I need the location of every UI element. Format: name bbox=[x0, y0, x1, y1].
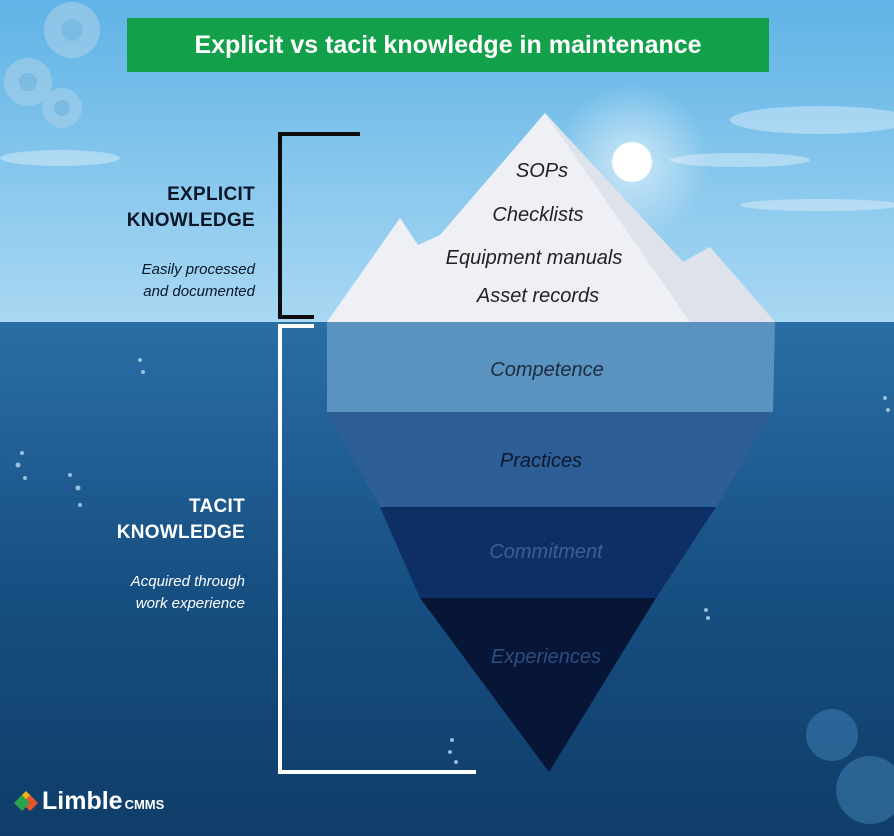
explicit-subtitle: Easily processed and documented bbox=[90, 259, 255, 303]
logo-name: Limble bbox=[42, 787, 123, 815]
explicit-item-asset-records: Asset records bbox=[476, 285, 600, 307]
tacit-heading: TACIT KNOWLEDGE bbox=[80, 494, 245, 546]
layer-competence bbox=[327, 322, 775, 412]
explicit-heading-line2: KNOWLEDGE bbox=[126, 210, 255, 231]
tacit-layer-practices: Practices bbox=[499, 450, 583, 472]
sun bbox=[612, 142, 652, 182]
tacit-layer-experiences: Experiences bbox=[490, 646, 602, 668]
limble-logo: Limble CMMS bbox=[14, 787, 164, 816]
title-banner: Explicit vs tacit knowledge in maintenan… bbox=[127, 18, 769, 72]
tacit-sub-line2: work experience bbox=[135, 595, 245, 612]
explicit-heading-line1: EXPLICIT bbox=[167, 184, 255, 205]
explicit-item-sops: SOPs bbox=[515, 160, 569, 182]
explicit-sub-line2: and documented bbox=[143, 283, 255, 300]
explicit-heading: EXPLICIT KNOWLEDGE bbox=[90, 182, 255, 234]
explicit-bracket bbox=[278, 132, 360, 319]
page-title: Explicit vs tacit knowledge in maintenan… bbox=[194, 30, 702, 59]
tacit-heading-line1: TACIT bbox=[188, 496, 245, 517]
layer-practices bbox=[327, 412, 773, 507]
tacit-subtitle: Acquired through work experience bbox=[80, 571, 245, 615]
clouds bbox=[0, 106, 894, 211]
explicit-item-equipment-manuals: Equipment manuals bbox=[445, 247, 623, 269]
tacit-bracket bbox=[278, 324, 476, 774]
tacit-sub-line1: Acquired through bbox=[130, 573, 245, 590]
logo-suffix: CMMS bbox=[124, 797, 165, 812]
layer-experiences bbox=[420, 598, 656, 772]
explicit-item-checklists: Checklists bbox=[492, 204, 584, 226]
tacit-heading-line2: KNOWLEDGE bbox=[116, 522, 245, 543]
layer-commitment bbox=[380, 507, 716, 598]
tacit-layer-commitment: Commitment bbox=[489, 541, 603, 563]
logo-icon bbox=[14, 791, 38, 811]
explicit-sub-line1: Easily processed bbox=[141, 261, 255, 278]
bubbles bbox=[15, 358, 890, 764]
tacit-layer-competence: Competence bbox=[490, 359, 604, 381]
gear-icon-bottomright bbox=[806, 709, 894, 824]
